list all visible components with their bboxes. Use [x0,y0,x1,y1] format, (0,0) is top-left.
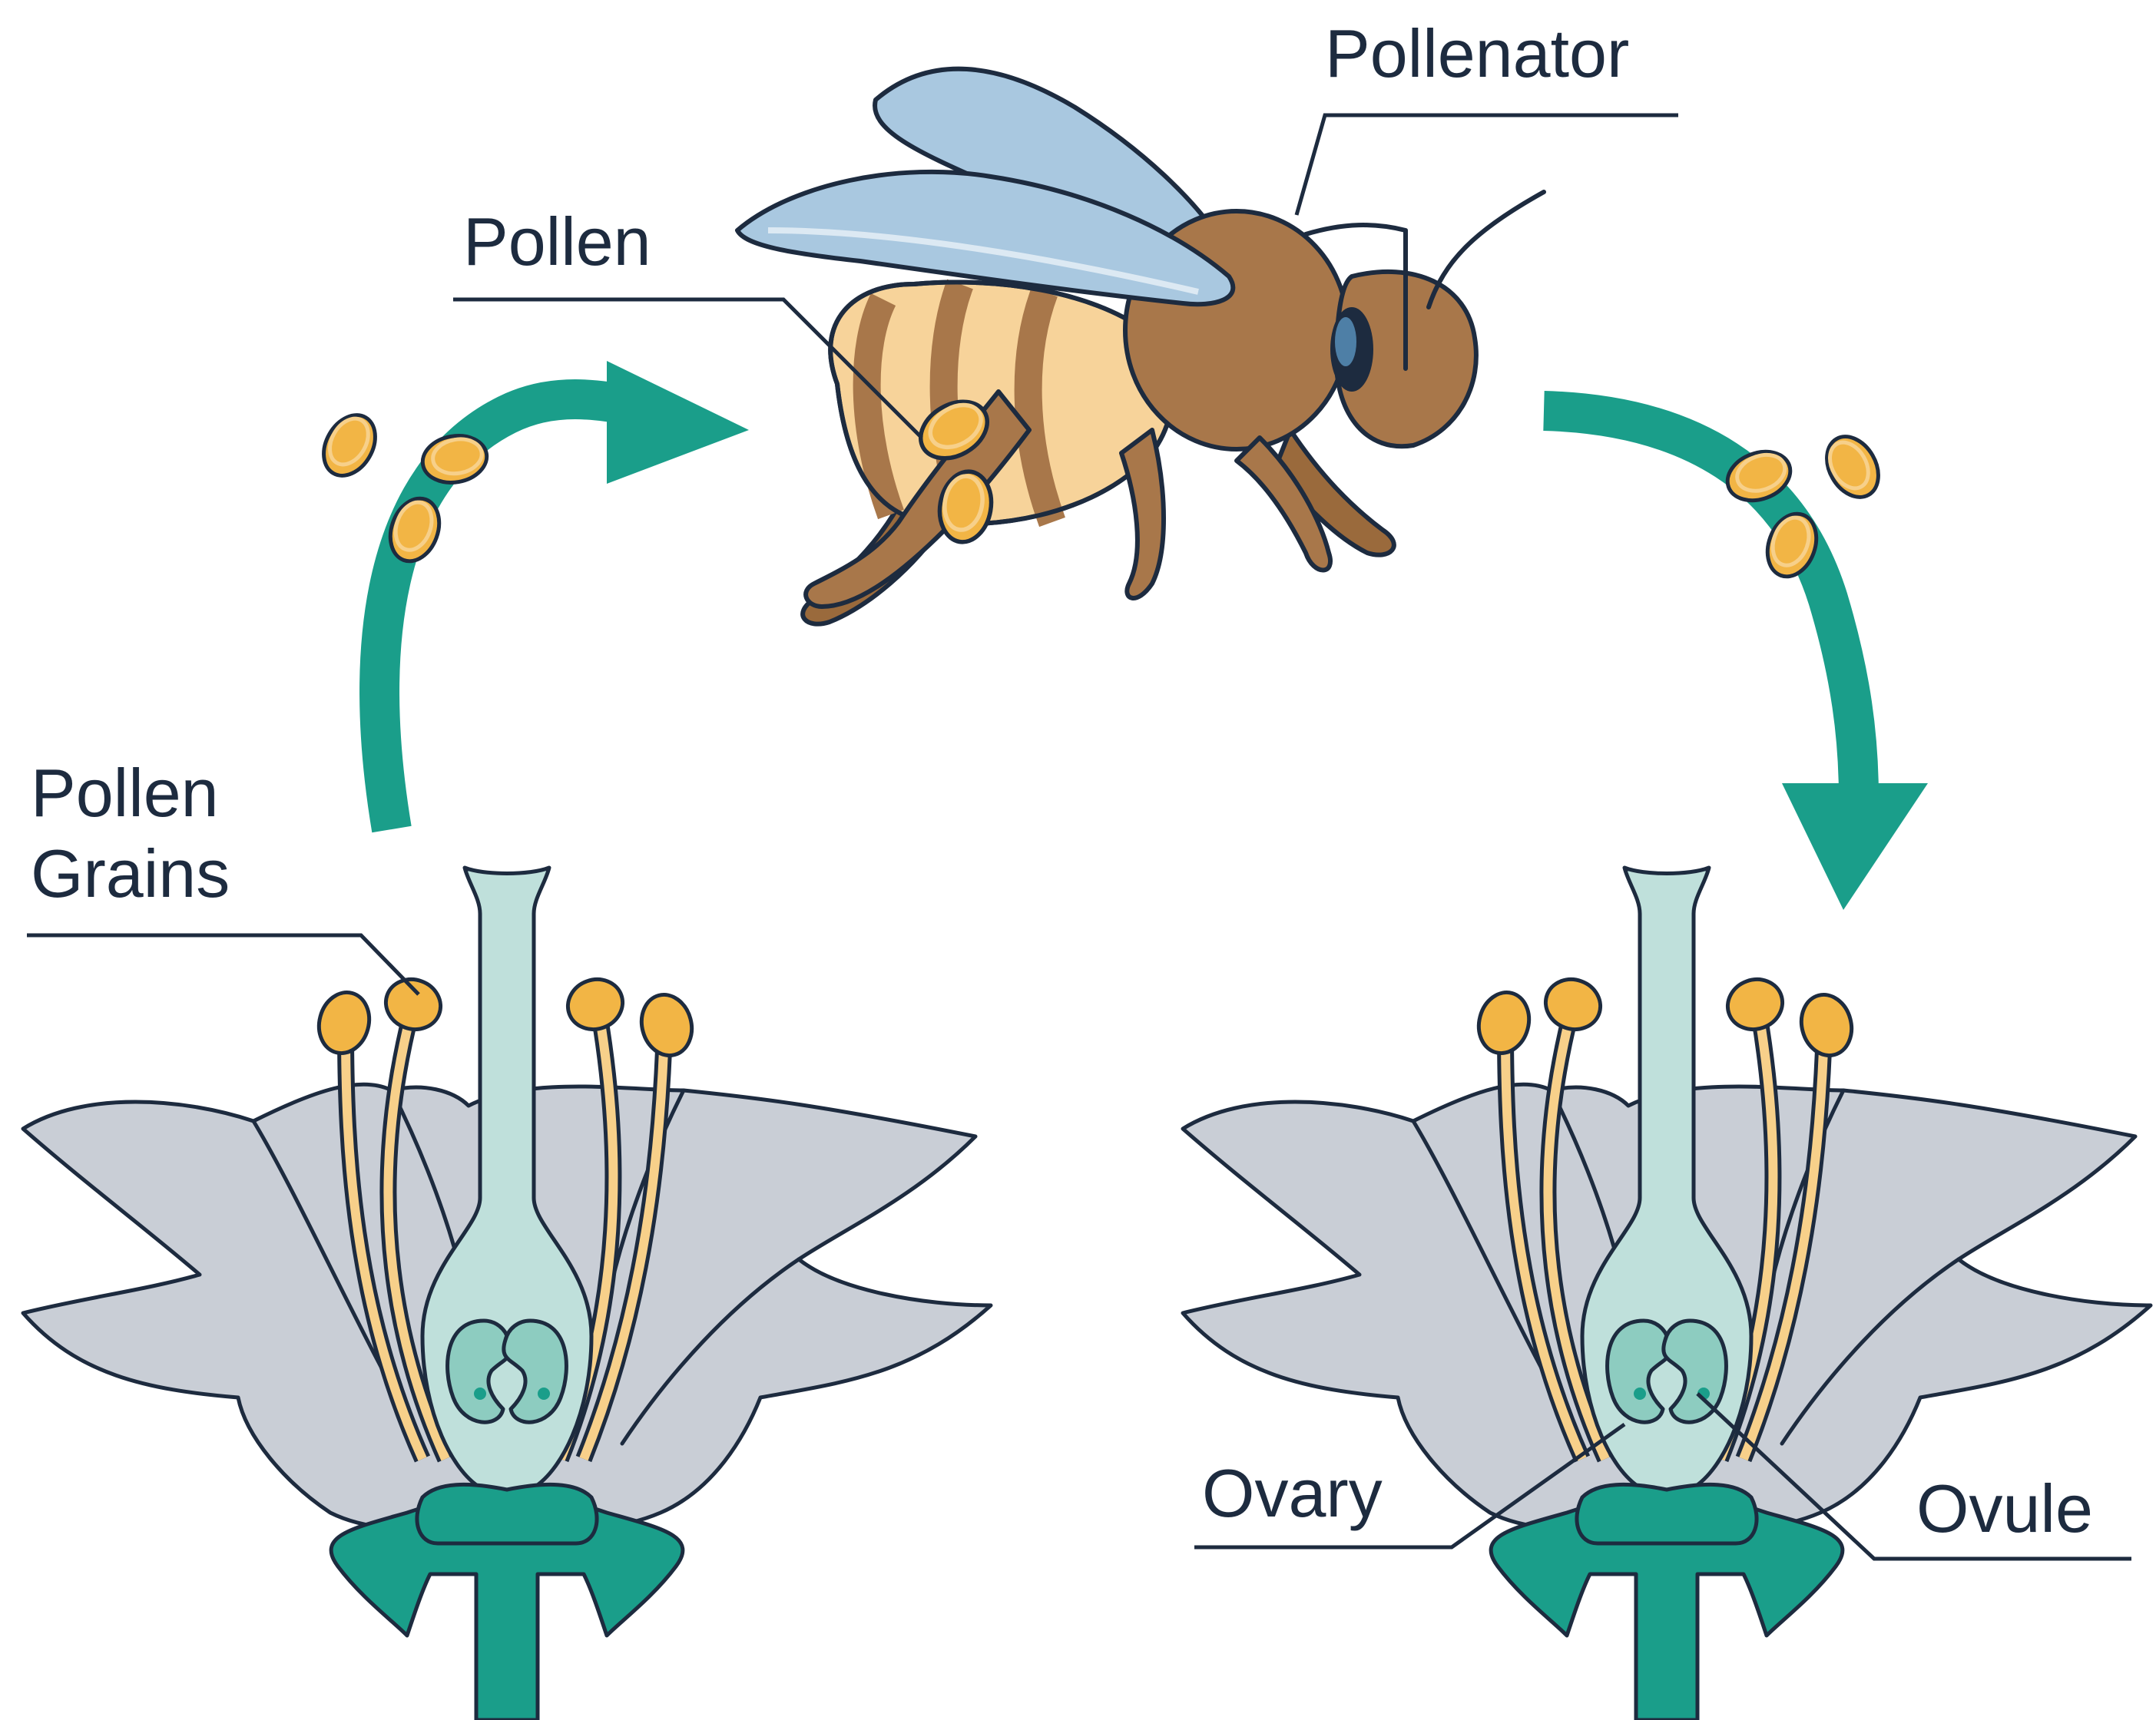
ovule-label: Ovule [1916,1470,2093,1546]
pollenator-label: Pollenator [1325,15,1629,91]
arrow-icon [379,361,749,829]
pollen-label: Pollen [463,203,651,280]
flower-icon [23,868,991,1720]
pollen-grains-label-line1: Pollen [31,755,219,831]
pollen-grains-leader [27,935,419,994]
pollenator-leader [1297,115,1678,215]
pollen-grains-label-line2: Grains [31,835,230,911]
flower-icon [1183,868,2151,1720]
ovary-label: Ovary [1202,1455,1383,1531]
bee-icon [737,69,1544,624]
